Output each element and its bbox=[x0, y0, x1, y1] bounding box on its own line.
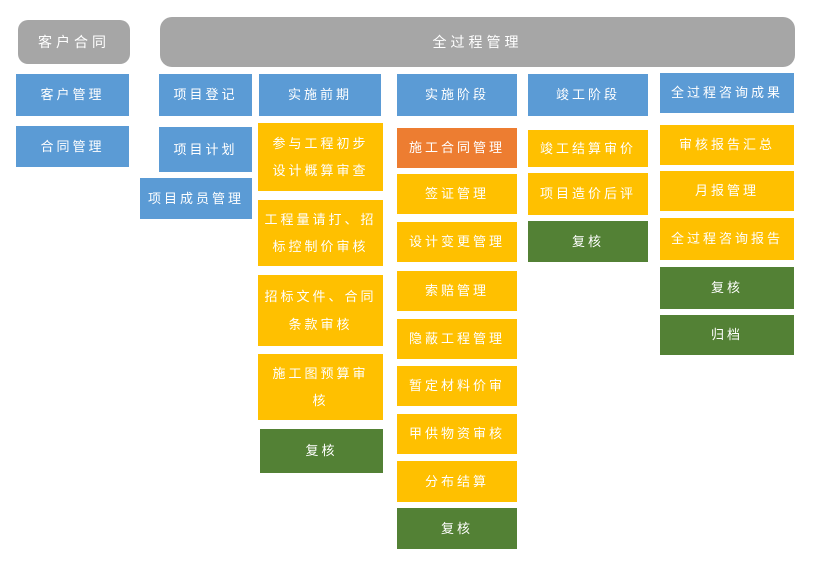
node-concealed-works-management: 隐蔽工程管理 bbox=[397, 319, 517, 359]
node-contract-management: 合同管理 bbox=[16, 126, 129, 167]
node-provisional-material-price-review: 暂定材料价审 bbox=[397, 366, 517, 406]
node-design-change-management: 设计变更管理 bbox=[397, 222, 517, 262]
node-recheck-pre-implementation: 复核 bbox=[260, 429, 383, 473]
node-recheck-results: 复核 bbox=[660, 267, 794, 309]
column-header-consulting-results: 全过程咨询成果 bbox=[660, 73, 794, 113]
node-sectional-settlement: 分布结算 bbox=[397, 461, 517, 502]
section-header-customer-contract: 客户合同 bbox=[18, 20, 130, 64]
column-header-implementation-stage: 实施阶段 bbox=[397, 74, 517, 116]
section-header-whole-process: 全过程管理 bbox=[160, 17, 795, 67]
node-visa-management: 签证管理 bbox=[397, 174, 517, 214]
node-recheck-implementation: 复核 bbox=[397, 508, 517, 549]
node-claim-management: 索赔管理 bbox=[397, 271, 517, 311]
node-project-members: 项目成员管理 bbox=[140, 178, 252, 219]
node-completion-settlement-review: 竣工结算审价 bbox=[528, 130, 648, 167]
node-monthly-report-management: 月报管理 bbox=[660, 171, 794, 211]
node-construction-contract-management: 施工合同管理 bbox=[397, 128, 517, 168]
node-preliminary-design-estimate-review: 参与工程初步 设计概算审查 bbox=[258, 123, 383, 191]
node-tender-documents-contract-terms-review: 招标文件、合同 条款审核 bbox=[258, 275, 383, 346]
node-project-cost-post-evaluation: 项目造价后评 bbox=[528, 173, 648, 215]
node-bill-of-quantities-tender-control-price-review: 工程量请打、招 标控制价审核 bbox=[258, 200, 383, 266]
node-review-report-summary: 审核报告汇总 bbox=[660, 125, 794, 165]
column-header-pre-implementation: 实施前期 bbox=[259, 74, 381, 116]
node-project-registration: 项目登记 bbox=[159, 74, 252, 116]
node-whole-process-consulting-report: 全过程咨询报告 bbox=[660, 218, 794, 260]
node-project-plan: 项目计划 bbox=[159, 127, 252, 172]
node-recheck-completion: 复核 bbox=[528, 221, 648, 262]
node-customer-management: 客户管理 bbox=[16, 74, 129, 116]
node-archive: 归档 bbox=[660, 315, 794, 355]
node-construction-drawing-budget-review: 施工图预算审 核 bbox=[258, 354, 383, 420]
node-owner-supplied-materials-review: 甲供物资审核 bbox=[397, 414, 517, 454]
column-header-completion-stage: 竣工阶段 bbox=[528, 74, 648, 116]
